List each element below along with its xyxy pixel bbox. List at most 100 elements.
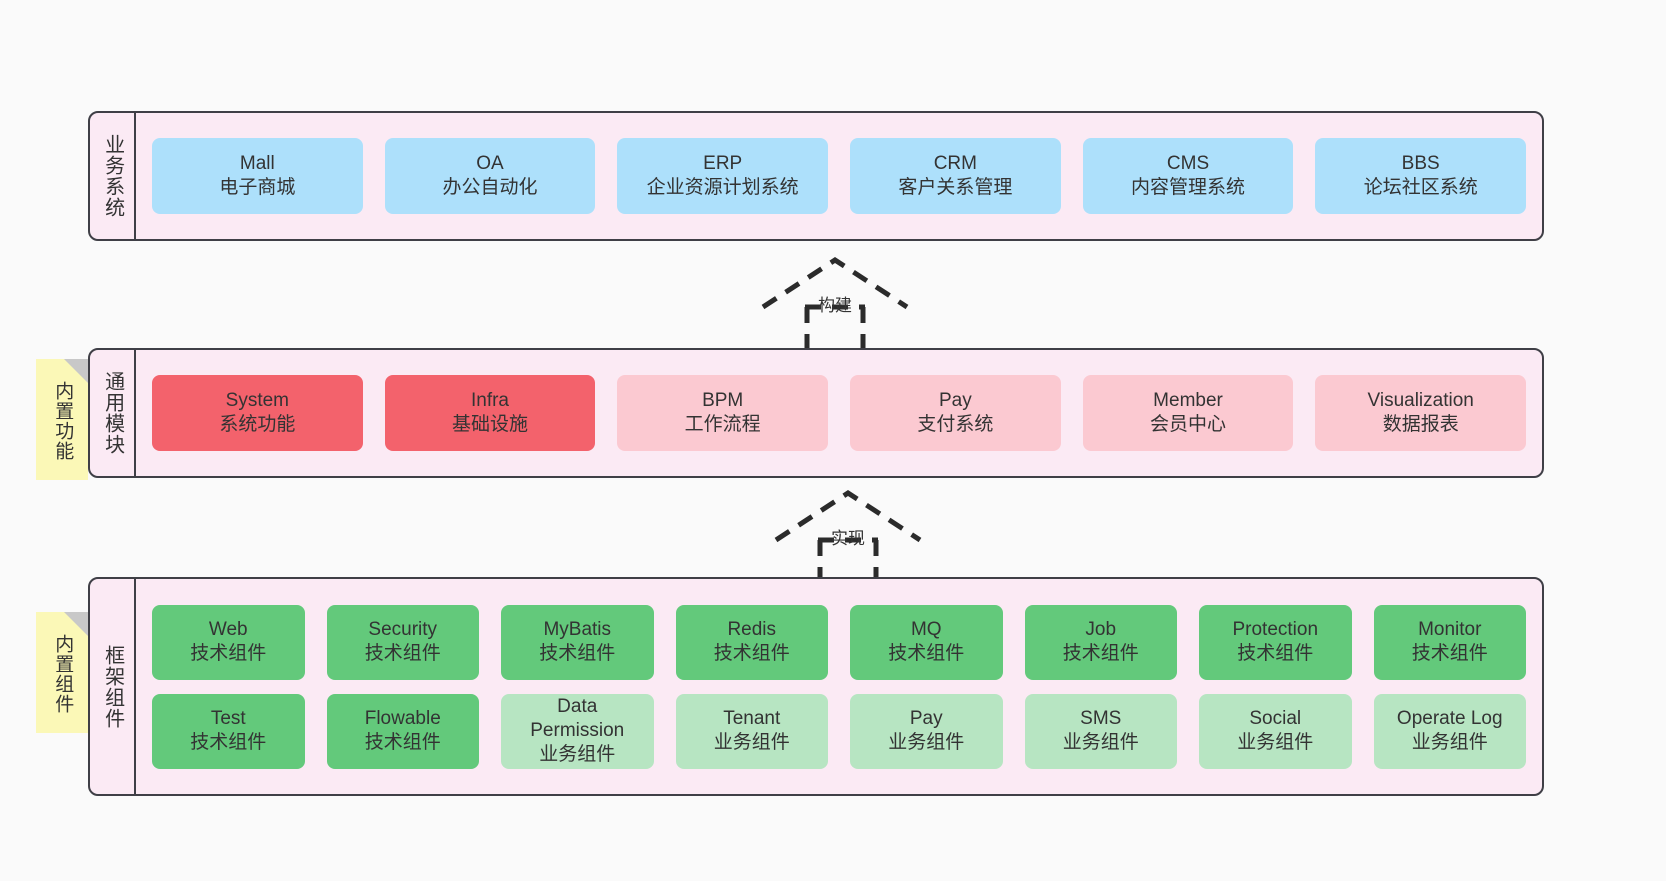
card-subtitle: 技术组件	[1411, 643, 1488, 664]
card-bbs[interactable]: BBS 论坛社区系统	[1315, 138, 1527, 214]
card-pay-module[interactable]: Pay 支付系统	[850, 375, 1061, 451]
card-title: Infra	[470, 390, 510, 412]
layer-title-business-system: 业务系统	[90, 113, 136, 239]
card-title: Redis	[727, 619, 777, 641]
card-title: MyBatis	[543, 619, 612, 641]
card-member[interactable]: Member 会员中心	[1082, 375, 1294, 451]
card-redis[interactable]: Redis 技术组件	[675, 604, 828, 680]
card-social[interactable]: Social 业务组件	[1199, 693, 1352, 769]
card-title: CRM	[933, 153, 977, 175]
card-mq[interactable]: MQ 技术组件	[850, 604, 1003, 680]
layer-body-business-system: Mall 电子商城 OA 办公自动化 ERP 企业资源计划系统 CRM 客户关系…	[136, 113, 1542, 239]
card-title: CMS	[1166, 153, 1210, 175]
card-title: Job	[1085, 619, 1117, 641]
card-subtitle: 业务组件	[888, 732, 965, 753]
card-subtitle: 业务组件	[1237, 732, 1314, 753]
card-subtitle: 企业资源计划系统	[646, 177, 799, 198]
card-subtitle: 技术组件	[888, 643, 965, 664]
note-built-in-components: 内置组件	[36, 612, 88, 733]
card-subtitle: 内容管理系统	[1131, 177, 1246, 198]
layer-framework-components: 框架组件 Web 技术组件 Security 技术组件 MyBatis 技术组件…	[88, 577, 1544, 796]
card-title: Operate Log	[1396, 708, 1503, 730]
card-visualization[interactable]: Visualization 数据报表	[1315, 375, 1527, 451]
card-subtitle: 业务组件	[1062, 732, 1139, 753]
card-web[interactable]: Web 技术组件	[152, 604, 305, 680]
card-mybatis[interactable]: MyBatis 技术组件	[501, 604, 654, 680]
card-title: Flowable	[364, 708, 441, 730]
card-subtitle: 工作流程	[684, 414, 761, 435]
card-tenant[interactable]: Tenant 业务组件	[675, 693, 828, 769]
card-title: Security	[368, 619, 438, 641]
card-bpm[interactable]: BPM 工作流程	[617, 375, 829, 451]
layer-common-modules: 通用模块 System 系统功能 Infra 基础设施 BPM 工作流程 Pay…	[88, 348, 1544, 478]
card-operate-log[interactable]: Operate Log 业务组件	[1373, 693, 1526, 769]
connector-implement-label: 实现	[831, 529, 865, 548]
card-job[interactable]: Job 技术组件	[1024, 604, 1177, 680]
card-title: Social	[1249, 708, 1302, 730]
card-title: SMS	[1080, 708, 1122, 730]
card-title: OA	[476, 153, 504, 175]
card-subtitle: 业务组件	[1411, 732, 1488, 753]
card-title: System	[225, 390, 290, 412]
card-monitor[interactable]: Monitor 技术组件	[1373, 604, 1526, 680]
card-subtitle: 业务组件	[539, 743, 616, 765]
card-subtitle: 办公自动化	[442, 177, 538, 198]
card-data-permission[interactable]: Data Permission 业务组件	[501, 693, 654, 769]
card-crm[interactable]: CRM 客户关系管理	[850, 138, 1061, 214]
card-row: System 系统功能 Infra 基础设施 BPM 工作流程 Pay 支付系统…	[152, 375, 1527, 451]
card-title: MQ	[910, 619, 942, 641]
card-subtitle: 技术组件	[713, 643, 790, 664]
card-title: Web	[208, 619, 248, 641]
layer-title-framework-components: 框架组件	[90, 579, 136, 794]
card-row: Web 技术组件 Security 技术组件 MyBatis 技术组件 Redi…	[152, 604, 1526, 680]
card-subtitle: 数据报表	[1382, 414, 1459, 435]
layer-body-framework-components: Web 技术组件 Security 技术组件 MyBatis 技术组件 Redi…	[136, 579, 1542, 794]
layer-business-system: 业务系统 Mall 电子商城 OA 办公自动化 ERP 企业资源计划系统 CRM…	[88, 111, 1544, 241]
connector-build-label: 构建	[818, 296, 852, 315]
note-label: 内置功能	[52, 380, 74, 461]
card-system[interactable]: System 系统功能	[152, 375, 363, 451]
card-title: Visualization	[1367, 390, 1474, 412]
card-subtitle: 技术组件	[190, 732, 267, 753]
card-subtitle: 技术组件	[539, 643, 616, 664]
card-subtitle: 基础设施	[452, 414, 529, 435]
note-fold-corner-icon	[64, 359, 88, 383]
card-subtitle: 技术组件	[364, 643, 441, 664]
card-sms[interactable]: SMS 业务组件	[1024, 693, 1177, 769]
card-title: Pay	[938, 390, 972, 412]
card-title: Test	[210, 708, 246, 730]
card-mall[interactable]: Mall 电子商城	[152, 138, 363, 214]
card-oa[interactable]: OA 办公自动化	[384, 138, 596, 214]
card-pay-component[interactable]: Pay 业务组件	[850, 693, 1003, 769]
card-subtitle: 客户关系管理	[898, 177, 1013, 198]
layer-title-common-modules: 通用模块	[90, 350, 136, 476]
card-title: Tenant	[723, 708, 781, 730]
card-row: Mall 电子商城 OA 办公自动化 ERP 企业资源计划系统 CRM 客户关系…	[152, 138, 1527, 214]
card-flowable[interactable]: Flowable 技术组件	[326, 693, 479, 769]
card-title: Monitor	[1418, 619, 1482, 641]
card-row: Test 技术组件 Flowable 技术组件 Data Permission …	[152, 693, 1526, 769]
card-infra[interactable]: Infra 基础设施	[384, 375, 596, 451]
card-subtitle: 论坛社区系统	[1363, 177, 1478, 198]
card-subtitle: 系统功能	[219, 414, 296, 435]
card-title: Data	[557, 696, 598, 718]
card-title: ERP	[703, 153, 743, 175]
card-subtitle: 技术组件	[190, 643, 267, 664]
card-subtitle: 会员中心	[1150, 414, 1227, 435]
card-security[interactable]: Security 技术组件	[326, 604, 479, 680]
card-cms[interactable]: CMS 内容管理系统	[1082, 138, 1294, 214]
card-subtitle: 业务组件	[713, 732, 790, 753]
card-erp[interactable]: ERP 企业资源计划系统	[617, 138, 829, 214]
card-title-line2: Permission	[530, 720, 625, 742]
card-protection[interactable]: Protection 技术组件	[1199, 604, 1352, 680]
card-title: BPM	[702, 390, 744, 412]
card-subtitle: 技术组件	[364, 732, 441, 753]
card-subtitle: 支付系统	[917, 414, 994, 435]
card-subtitle: 电子商城	[219, 177, 296, 198]
card-title: Protection	[1232, 619, 1319, 641]
card-test[interactable]: Test 技术组件	[152, 693, 305, 769]
card-title: BBS	[1401, 153, 1440, 175]
card-title: Member	[1153, 390, 1223, 412]
note-built-in-functions: 内置功能	[36, 359, 88, 480]
